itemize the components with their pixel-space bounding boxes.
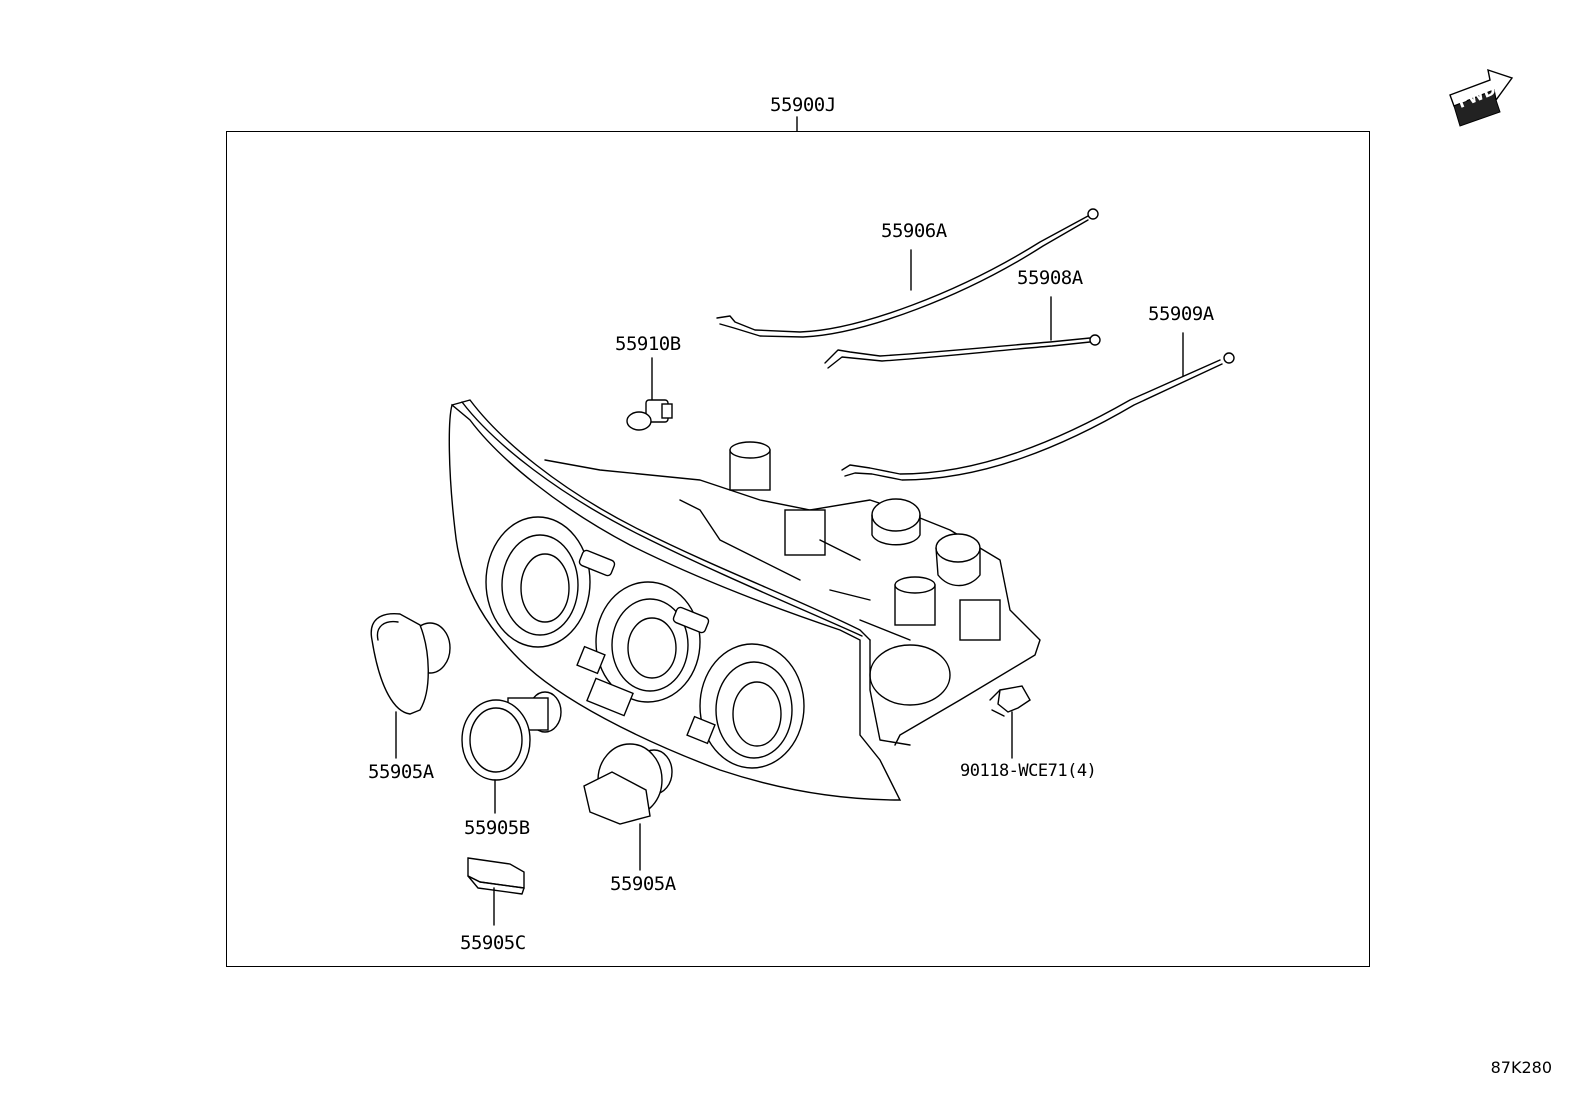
diagram-code: 87K280 (1490, 1058, 1552, 1077)
knob-55905a-right (583, 743, 673, 871)
cap-55905c (467, 857, 525, 926)
label-55905a-right: 55905A (610, 873, 676, 895)
cable-55906a (716, 208, 1099, 338)
label-55906a: 55906A (881, 220, 947, 242)
label-55908a: 55908A (1017, 267, 1083, 289)
knob-55905a-left (370, 613, 451, 759)
label-55910b: 55910B (615, 333, 681, 355)
label-55905c: 55905C (460, 932, 526, 954)
knob-55905b (461, 691, 562, 814)
label-55905a-left: 55905A (368, 761, 434, 783)
label-55900j: 55900J (770, 94, 836, 116)
cable-55909a (841, 332, 1235, 481)
label-90118: 90118-WCE71(4) (960, 761, 1097, 781)
label-55909a: 55909A (1148, 303, 1214, 325)
fwd-arrow-icon: FWD (1449, 68, 1514, 127)
assembly-frame (226, 131, 1370, 967)
bulb-55910b (626, 357, 673, 431)
control-panel-assembly (448, 399, 1041, 801)
cable-55908a (824, 296, 1101, 369)
label-55905b: 55905B (464, 817, 530, 839)
clip-90118 (989, 685, 1031, 759)
